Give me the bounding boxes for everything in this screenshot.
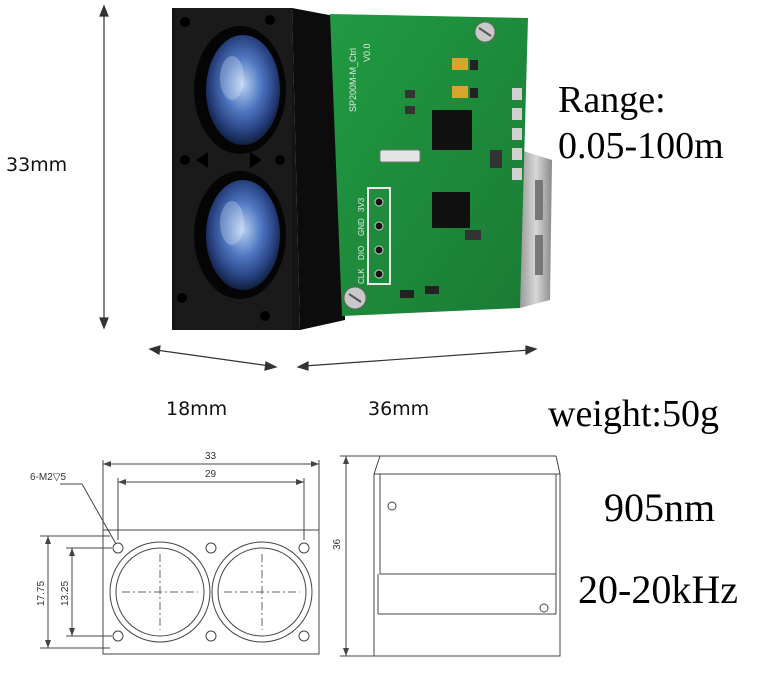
width-arrow xyxy=(148,345,278,371)
bottom-lens xyxy=(194,171,286,299)
dim-width-inner: 29 xyxy=(205,469,217,480)
pcb-pin-clk: CLK xyxy=(357,268,366,284)
depth-arrow xyxy=(296,345,538,371)
weight-spec: weight:50g xyxy=(548,393,719,435)
height-label: 33mm xyxy=(6,154,68,176)
frequency-spec: 20-20kHz xyxy=(578,567,738,612)
pcb-model-text: SP200M-M_Ctrl xyxy=(348,48,358,112)
dim-width-outer: 33 xyxy=(205,451,217,462)
pcb-version-text: V0.0 xyxy=(362,43,372,62)
side-view-drawing xyxy=(340,455,561,657)
depth-label: 36mm xyxy=(368,398,430,420)
pcb-board xyxy=(330,14,528,316)
screw-callout: 6-M2▽5 xyxy=(30,472,66,483)
dim-height-inner: 13.25 xyxy=(60,581,71,606)
pcb-pin-dio: DIO xyxy=(357,246,366,260)
pcb-pin-gnd: GND xyxy=(357,218,366,236)
metal-shield xyxy=(520,150,552,308)
wavelength-spec: 905nm xyxy=(604,485,716,530)
width-label: 18mm xyxy=(166,398,228,420)
front-view-drawing xyxy=(40,460,320,655)
dim-side-length: 36 xyxy=(332,538,343,550)
range-title: Range: xyxy=(558,79,666,121)
range-value: 0.05-100m xyxy=(558,125,724,167)
top-lens xyxy=(194,26,286,154)
pcb-pin-3v3: 3V3 xyxy=(357,197,366,212)
dim-height-outer: 17.75 xyxy=(36,581,47,606)
height-arrow xyxy=(99,4,109,330)
